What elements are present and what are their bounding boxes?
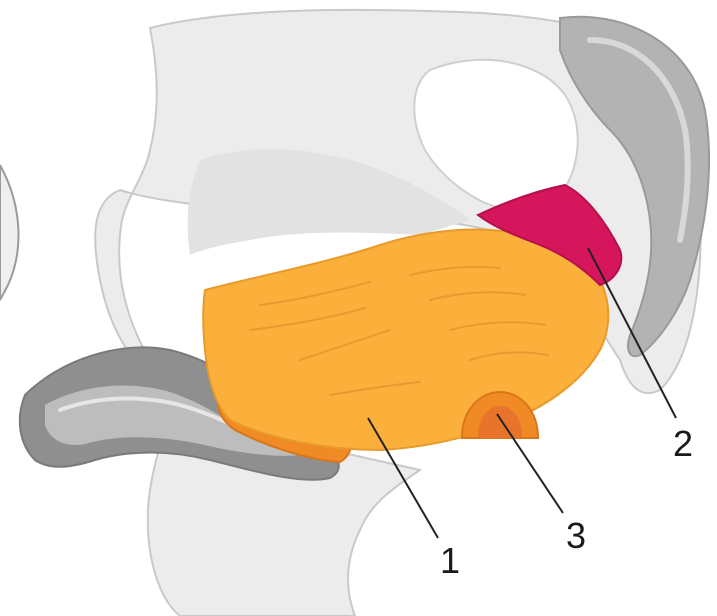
left-bone-fragment [0, 165, 18, 300]
callout-label-1: 1 [440, 540, 460, 581]
callout-label-3: 3 [566, 515, 586, 556]
muscle-main [203, 230, 608, 450]
callout-label-2: 2 [673, 423, 693, 464]
